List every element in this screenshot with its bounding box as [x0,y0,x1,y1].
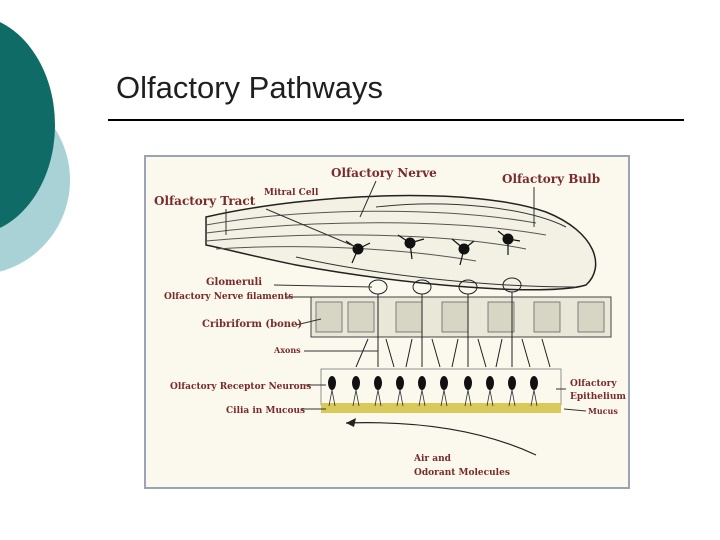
label-cribriform: Cribriform (bone) [202,319,302,330]
cilia [328,389,538,407]
olfactory-bulb-shape [205,194,597,291]
slide-title: Olfactory Pathways [116,70,384,105]
label-cilia: Cilia in Mucous [226,406,305,416]
label-mitral-cell: Mitral Cell [264,188,319,198]
label-olfactory-tract: Olfactory Tract [154,194,256,208]
label-air-1: Air and [413,454,452,464]
tract-fibers [205,210,547,262]
diagram-canvas: Olfactory Nerve Olfactory Bulb Olfactory… [154,166,626,478]
airflow-arrowhead [346,418,356,427]
label-glomeruli: Glomeruli [206,277,262,288]
receptor-neurons [328,376,538,390]
label-mucus: Mucus [588,406,618,416]
label-epithelium-1: Olfactory [570,379,617,389]
mucus-layer [321,403,561,413]
bone-cells [315,301,605,333]
axons [355,292,551,368]
label-epithelium-2: Epithelium [570,392,626,402]
airflow-arrow [345,422,537,456]
label-olfactory-nerve: Olfactory Nerve [331,166,437,180]
label-air-2: Odorant Molecules [414,468,510,478]
label-axons: Axons [273,345,301,355]
leader-lines [225,180,587,412]
teal-dark-ellipse [0,22,55,228]
label-receptor-neurons: Olfactory Receptor Neurons [170,382,311,392]
title-divider [108,119,684,121]
label-olfactory-bulb: Olfactory Bulb [502,172,600,186]
label-nerve-filaments: Olfactory Nerve filaments [164,292,293,302]
bulb-inner-curve [295,203,577,288]
olfactory-diagram: Olfactory Nerve Olfactory Bulb Olfactory… [144,155,630,489]
mitral-cells [345,230,521,266]
